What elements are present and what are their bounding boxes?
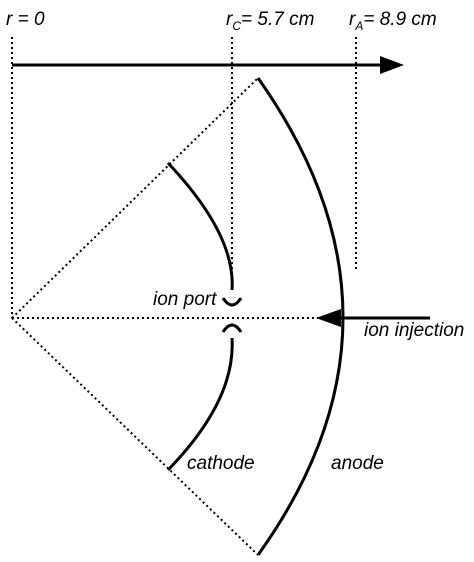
wedge-upper-boundary bbox=[11, 77, 259, 319]
cathode-electrode-lower bbox=[166, 337, 234, 472]
ion-port-lower-lip bbox=[221, 323, 243, 333]
ion-port-label: ion port bbox=[153, 289, 217, 310]
cathode-radius-value: = 5.7 cm bbox=[241, 9, 314, 30]
cathode-label: cathode bbox=[187, 453, 255, 474]
wedge-lower-boundary bbox=[11, 317, 259, 556]
anode-radius-subscript: A bbox=[354, 19, 363, 33]
radius-axis-arrowhead bbox=[380, 56, 404, 74]
ion-injection-arrowhead bbox=[316, 309, 341, 327]
ion-port-upper-lip bbox=[221, 297, 243, 307]
cathode-electrode-upper bbox=[166, 161, 234, 291]
ion-injection-label: ion injection bbox=[364, 320, 464, 341]
origin-radius-label: r = 0 bbox=[6, 9, 45, 30]
anode-radius-label: rA= 8.9 cm bbox=[349, 9, 437, 33]
cathode-radius-subscript: C bbox=[232, 19, 241, 33]
anode-radius-symbol: r bbox=[349, 9, 356, 30]
anode-label: anode bbox=[331, 453, 384, 474]
anode-radius-value: = 8.9 cm bbox=[363, 9, 436, 30]
cathode-radius-symbol: r bbox=[226, 9, 233, 30]
cathode-radius-label: rC= 5.7 cm bbox=[226, 9, 314, 33]
